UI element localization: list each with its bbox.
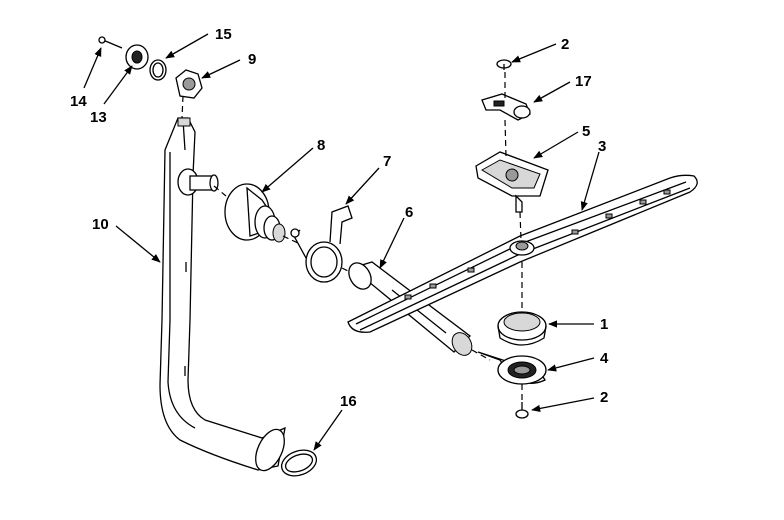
leader-4 bbox=[547, 357, 595, 372]
callout-3: 3 bbox=[598, 138, 606, 155]
callout-8: 8 bbox=[317, 137, 325, 154]
callout-2-bottom: 2 bbox=[600, 389, 608, 406]
leader-13 bbox=[103, 65, 133, 105]
callout-16: 16 bbox=[340, 393, 357, 410]
callout-5: 5 bbox=[582, 123, 590, 140]
part-2-screw-top bbox=[496, 59, 512, 70]
part-2-screw-bottom bbox=[515, 402, 529, 419]
leader-6 bbox=[379, 217, 405, 269]
callout-2-top: 2 bbox=[561, 36, 569, 53]
part-14-screw bbox=[98, 36, 123, 49]
callout-14: 14 bbox=[70, 93, 87, 110]
part-1-bearing bbox=[497, 311, 547, 346]
callout-4: 4 bbox=[600, 350, 609, 367]
part-5-bracket bbox=[475, 151, 549, 213]
callout-labels: 14 13 15 9 8 7 6 10 2 17 5 3 1 4 2 16 bbox=[70, 26, 609, 410]
part-4-housing bbox=[477, 351, 547, 385]
leader-10 bbox=[115, 225, 161, 263]
part-9-nut bbox=[175, 69, 203, 99]
callout-9: 9 bbox=[248, 51, 256, 68]
leader-9 bbox=[201, 59, 241, 79]
callout-7: 7 bbox=[383, 153, 391, 170]
callout-1: 1 bbox=[600, 316, 608, 333]
leader-7 bbox=[345, 167, 380, 205]
leader-5 bbox=[533, 131, 579, 159]
callout-leaders bbox=[83, 33, 600, 451]
part-17-clip bbox=[481, 93, 531, 121]
leader-16 bbox=[313, 409, 343, 451]
part-10-supply-tube bbox=[159, 117, 286, 472]
leader-2b bbox=[531, 397, 595, 413]
leader-17 bbox=[533, 81, 571, 103]
part-15-o-ring bbox=[149, 59, 167, 81]
leader-8 bbox=[261, 147, 314, 193]
callout-6: 6 bbox=[405, 204, 413, 221]
leader-15 bbox=[165, 33, 209, 59]
callout-17: 17 bbox=[575, 73, 592, 90]
part-16-o-ring bbox=[280, 449, 318, 477]
callout-10: 10 bbox=[92, 216, 109, 233]
leader-3 bbox=[580, 151, 600, 211]
callout-15: 15 bbox=[215, 26, 232, 43]
part-7-clamp bbox=[290, 205, 353, 283]
leader-2a bbox=[511, 43, 557, 63]
part-3-spray-arm bbox=[347, 174, 698, 333]
callout-13: 13 bbox=[90, 109, 107, 126]
part-13-washer bbox=[125, 44, 149, 70]
leader-14 bbox=[83, 47, 102, 89]
part-8-bellows bbox=[224, 183, 286, 243]
